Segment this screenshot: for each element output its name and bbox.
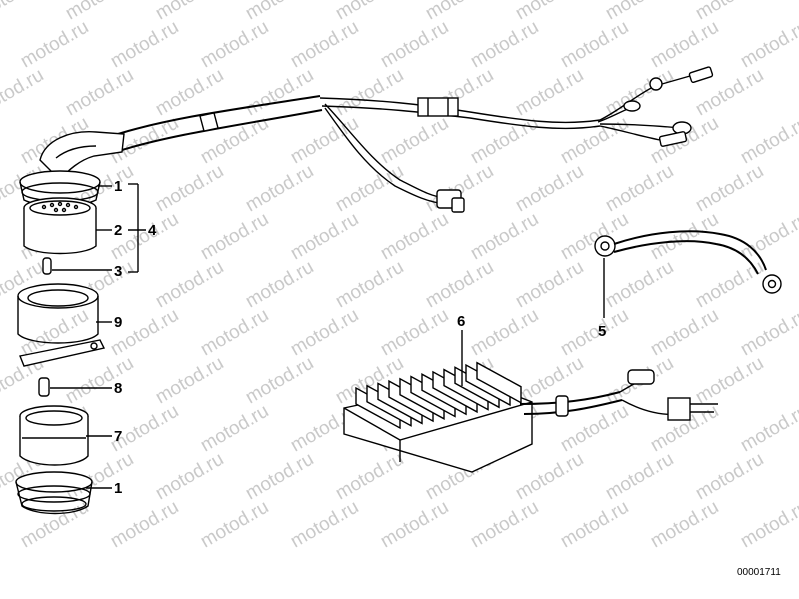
watermark-text: motod.ru — [62, 353, 137, 409]
watermark-text: motod.ru — [107, 305, 182, 361]
callout-3: 3 — [114, 263, 122, 280]
callout-1-top: 1 — [114, 178, 122, 195]
watermark-text: motod.ru — [62, 65, 137, 121]
watermark-text: motod.ru — [152, 257, 227, 313]
watermark-text: motod.ru — [197, 209, 272, 265]
callout-7: 7 — [114, 428, 122, 445]
watermark-text: motod.ru — [0, 0, 47, 24]
watermark-text: motod.ru — [287, 113, 362, 169]
watermark-text: motod.ru — [647, 209, 722, 265]
reference-number: 00001711 — [737, 567, 781, 578]
watermark-text: motod.ru — [242, 161, 317, 217]
watermark-text: motod.ru — [332, 257, 407, 313]
watermark-text: motod.ru — [737, 17, 799, 73]
watermark-text: motod.ru — [647, 17, 722, 73]
watermark-text: motod.ru — [467, 305, 542, 361]
watermark-text: motod.ru — [647, 497, 722, 553]
callout-1-bottom: 1 — [114, 480, 122, 497]
callout-5: 5 — [598, 323, 606, 340]
watermark-text: motod.ru — [602, 257, 677, 313]
watermark-text: motod.ru — [377, 305, 452, 361]
watermark-text: motod.ru — [467, 497, 542, 553]
part-socket — [23, 197, 97, 255]
watermark-text: motod.ru — [467, 209, 542, 265]
watermark-text: motod.ru — [17, 497, 92, 553]
watermark-text: motod.ru — [152, 353, 227, 409]
wiring-harness — [39, 66, 714, 213]
watermark-text: motod.ru — [332, 65, 407, 121]
watermark-text: motod.ru — [737, 497, 799, 553]
watermark-text: motod.ru — [107, 17, 182, 73]
watermark-text: motod.ru — [332, 161, 407, 217]
watermark-text: motod.ru — [0, 65, 47, 121]
watermark-text: motod.ru — [152, 449, 227, 505]
watermark-text: motod.ru — [512, 161, 587, 217]
watermark-text: motod.ru — [602, 161, 677, 217]
watermark-text: motod.ru — [692, 257, 767, 313]
watermark-text: motod.ru — [557, 17, 632, 73]
watermark-text: motod.ru — [197, 17, 272, 73]
watermark-text: motod.ru — [737, 113, 799, 169]
watermark-text: motod.ru — [647, 305, 722, 361]
watermark-text: motod.ru — [197, 305, 272, 361]
watermark-text: motod.ru — [512, 449, 587, 505]
part-grommet-bottom — [15, 471, 93, 515]
watermark-text: motod.ru — [737, 209, 799, 265]
watermark-text: motod.ru — [692, 353, 767, 409]
heatsink-fin — [476, 361, 522, 404]
watermark-text: motod.ru — [377, 113, 452, 169]
watermark-text: motod.ru — [287, 17, 362, 73]
watermark-text: motod.ru — [287, 497, 362, 553]
part-plug-housing — [19, 405, 89, 466]
watermark-text: motod.ru — [242, 257, 317, 313]
watermark-text: motod.ru — [107, 497, 182, 553]
part-pin-upper — [42, 257, 52, 275]
watermark-text: motod.ru — [692, 161, 767, 217]
watermark-text: motod.ru — [197, 497, 272, 553]
watermark-text: motod.ru — [197, 401, 272, 457]
watermark-text: motod.ru — [377, 17, 452, 73]
watermark-text: motod.ru — [557, 209, 632, 265]
watermark-text: motod.ru — [152, 161, 227, 217]
watermark-text: motod.ru — [692, 449, 767, 505]
callout-2: 2 — [114, 222, 122, 239]
watermark-text: motod.ru — [287, 209, 362, 265]
watermark-text: motod.ru — [242, 449, 317, 505]
watermark-text: motod.ru — [332, 449, 407, 505]
watermark-text: motod.ru — [737, 401, 799, 457]
part-pin-lower — [38, 377, 50, 397]
watermark-text: motod.ru — [602, 449, 677, 505]
watermark-text: motod.ru — [242, 353, 317, 409]
watermark-text: motod.ru — [17, 17, 92, 73]
watermark-text: motod.ru — [737, 305, 799, 361]
callout-6: 6 — [457, 313, 465, 330]
watermark-text: motod.ru — [377, 209, 452, 265]
watermark-text: motod.ru — [557, 305, 632, 361]
callout-leaders — [50, 183, 605, 489]
watermark-text: motod.ru — [422, 257, 497, 313]
callout-4: 4 — [148, 222, 157, 239]
part-clamp-bracket — [17, 283, 106, 367]
part-voltage-regulator — [343, 361, 718, 473]
watermark-text: motod.ru — [512, 257, 587, 313]
watermark-text: motod.ru — [287, 305, 362, 361]
callout-8: 8 — [114, 380, 122, 397]
watermark-text: motod.ru — [467, 17, 542, 73]
watermark-text: motod.ru — [512, 65, 587, 121]
part-ground-cable — [594, 230, 782, 294]
watermark-text: motod.ru — [377, 497, 452, 553]
callout-9: 9 — [114, 314, 122, 331]
watermark-text: motod.ru — [557, 497, 632, 553]
